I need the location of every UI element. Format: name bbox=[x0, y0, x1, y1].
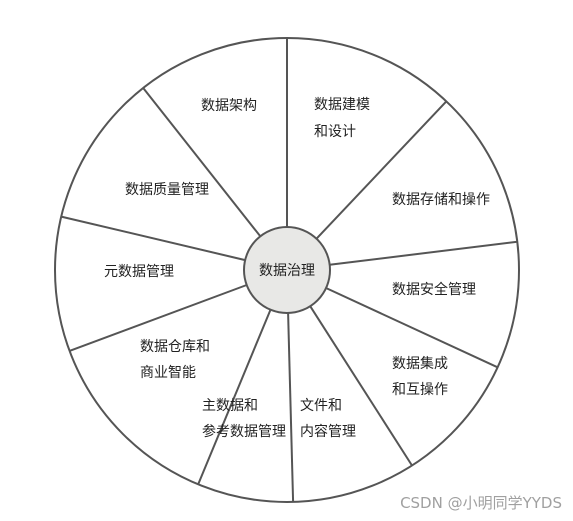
spoke bbox=[60, 215, 246, 262]
spoke bbox=[325, 287, 499, 369]
watermark-text: CSDN @小明同学YYDS bbox=[400, 494, 562, 512]
hub-circle bbox=[243, 226, 331, 314]
segment-label: 参考数据管理 bbox=[202, 423, 286, 440]
segment-data-security: 数据安全管理 bbox=[392, 281, 476, 298]
spoke bbox=[315, 100, 448, 240]
spoke bbox=[197, 309, 272, 485]
segment-data-modeling: 数据建模 和设计 bbox=[314, 97, 370, 140]
segment-label: 和互操作 bbox=[392, 382, 448, 398]
segment-label: 数据集成 bbox=[392, 355, 448, 372]
segment-label: 数据仓库和 bbox=[140, 339, 210, 355]
segment-label: 数据存储和操作 bbox=[392, 192, 490, 208]
hub-label: 数据治理 bbox=[259, 263, 315, 279]
spoke bbox=[69, 284, 248, 352]
segment-data-warehouse-bi: 数据仓库和 商业智能 bbox=[140, 339, 210, 381]
hub: 数据治理 bbox=[243, 226, 331, 314]
segment-document-content: 文件和 内容管理 bbox=[300, 398, 356, 440]
segment-label: 内容管理 bbox=[300, 423, 356, 440]
segment-master-reference-data: 主数据和 参考数据管理 bbox=[202, 398, 286, 440]
segment-label: 和设计 bbox=[314, 124, 356, 140]
segment-label: 元数据管理 bbox=[104, 264, 174, 280]
segment-label: 数据建模 bbox=[314, 97, 370, 113]
segment-label: 数据安全管理 bbox=[392, 281, 476, 298]
segment-data-architecture: 数据架构 bbox=[201, 98, 257, 114]
segment-data-integration: 数据集成 和互操作 bbox=[392, 355, 448, 398]
segment-label: 商业智能 bbox=[140, 365, 196, 381]
segment-label: 文件和 bbox=[300, 398, 342, 414]
segment-metadata: 元数据管理 bbox=[104, 264, 174, 280]
segment-label: 数据质量管理 bbox=[125, 182, 209, 198]
segment-label: 主数据和 bbox=[202, 398, 258, 414]
spoke bbox=[309, 305, 413, 467]
spoke bbox=[329, 240, 518, 266]
segment-label: 数据架构 bbox=[201, 98, 257, 114]
spoke bbox=[287, 312, 295, 502]
spoke bbox=[142, 87, 262, 237]
segment-data-quality: 数据质量管理 bbox=[125, 182, 209, 198]
segment-data-storage: 数据存储和操作 bbox=[392, 192, 490, 208]
spokes bbox=[60, 38, 518, 502]
